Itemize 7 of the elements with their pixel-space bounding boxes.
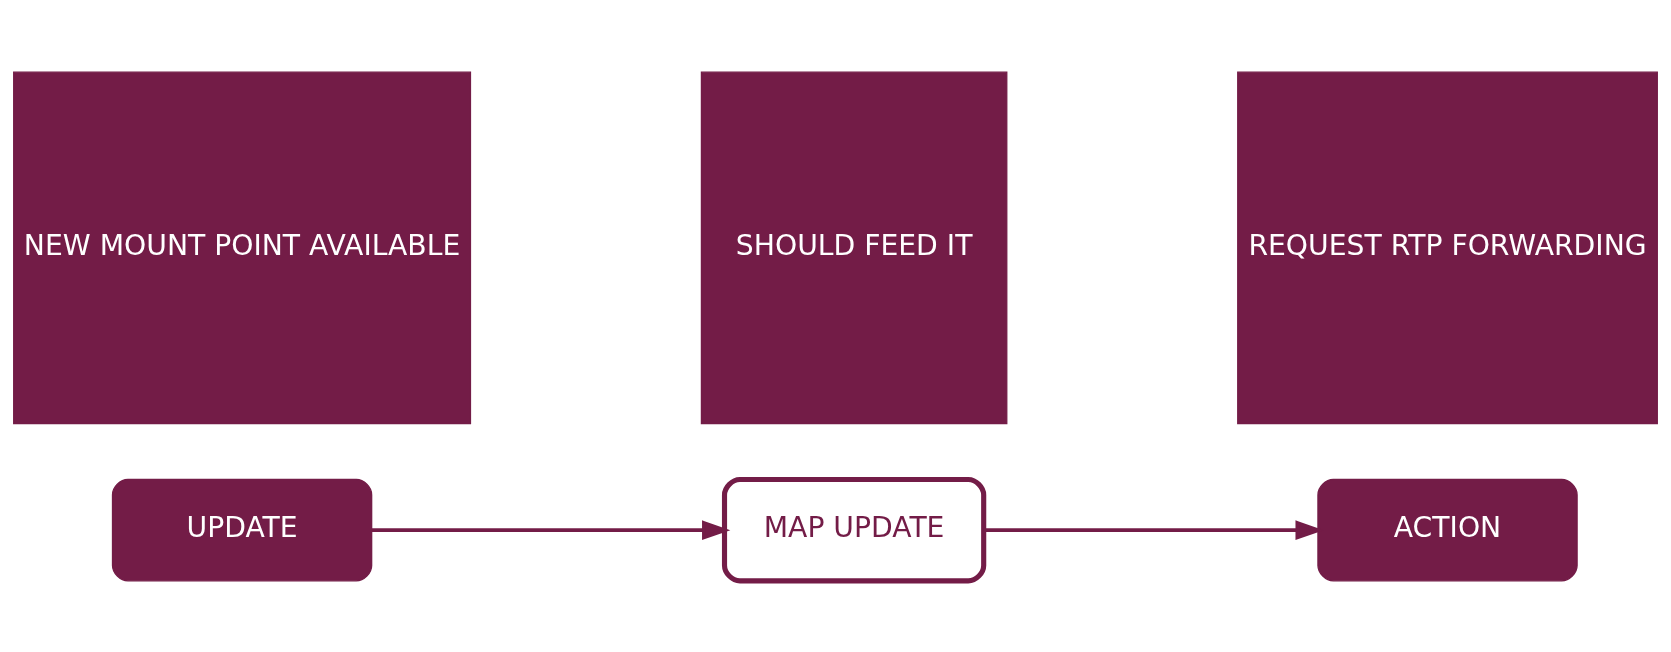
node-box: ACTION [1317, 478, 1578, 581]
node-box: SHOULD FEED IT [700, 71, 1008, 424]
node-box: REQUEST RTP FORWARDING [1237, 71, 1658, 424]
node-box: UPDATE [111, 478, 373, 581]
node-box: MAP UPDATE [721, 476, 987, 583]
node-box: NEW MOUNT POINT AVAILABLE [13, 71, 472, 424]
arrow [371, 519, 731, 540]
